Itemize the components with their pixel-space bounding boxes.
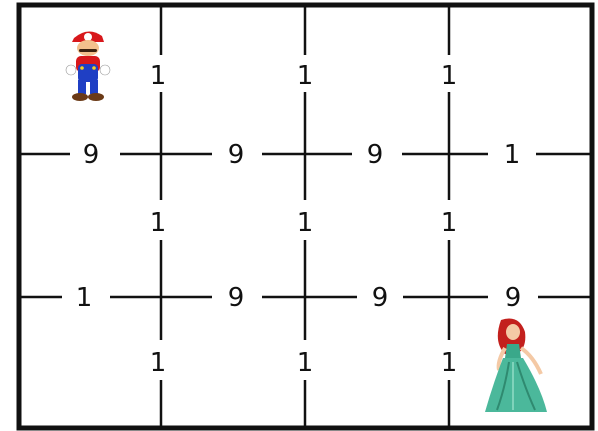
horizontal-weight: 9 — [505, 283, 522, 313]
vertical-weight: 1 — [150, 208, 167, 238]
vertical-weight: 1 — [441, 348, 458, 378]
horizontal-weight: 9 — [372, 283, 389, 313]
horizontal-weight: 1 — [504, 140, 521, 170]
mario-character-icon — [66, 31, 110, 101]
princess-ariel-character-icon — [485, 319, 547, 413]
vertical-weight: 1 — [297, 348, 314, 378]
vertical-weight: 1 — [441, 208, 458, 238]
horizontal-weight: 9 — [367, 140, 384, 170]
vertical-weight: 1 — [150, 348, 167, 378]
vertical-weight: 1 — [441, 61, 458, 91]
horizontal-weight: 9 — [228, 283, 245, 313]
vertical-weight: 1 — [297, 208, 314, 238]
vertical-weight: 1 — [297, 61, 314, 91]
vertical-weight: 1 — [150, 61, 167, 91]
horizontal-weight: 9 — [83, 140, 100, 170]
horizontal-weight: 1 — [76, 283, 93, 313]
horizontal-weight: 9 — [228, 140, 245, 170]
